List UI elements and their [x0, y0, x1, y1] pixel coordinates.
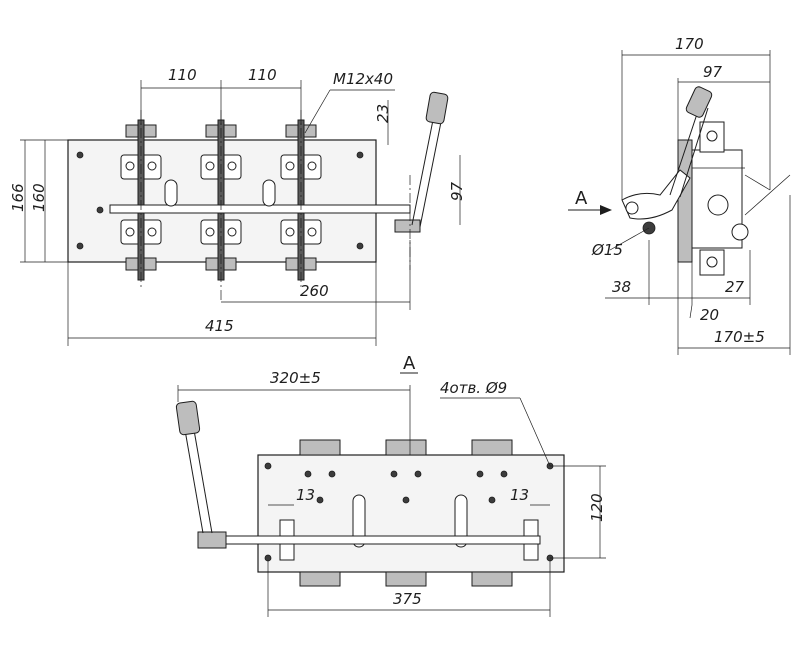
- dim-height-160: 160: [30, 183, 48, 212]
- view-title: А: [403, 353, 416, 374]
- drive-shaft: [109, 204, 411, 214]
- dim-pitch-2: 110: [248, 66, 277, 84]
- dim-height-97: 97: [448, 181, 466, 201]
- cam-left: [164, 179, 178, 207]
- bottom-view: А: [175, 353, 606, 617]
- dim-side-width-170: 170: [675, 35, 704, 53]
- handle-bottom: [175, 400, 227, 549]
- view-arrow-label: А: [575, 188, 588, 209]
- label-bolt: M12х40: [333, 70, 393, 88]
- dim-offset-23: 23: [374, 104, 392, 123]
- dim-27: 27: [725, 278, 745, 296]
- bottom-terminals: [299, 439, 513, 587]
- side-view: А 170 97 Ø15 38 27 20 170±5: [568, 35, 791, 355]
- side-lever: [621, 169, 691, 220]
- bottom-shaft: [199, 535, 541, 545]
- dim-width-415: 415: [205, 317, 234, 335]
- dim-38: 38: [612, 278, 631, 296]
- label-holes: 4отв. Ø9: [440, 379, 507, 397]
- bottom-cam-left: [352, 494, 366, 548]
- dim-20: 20: [700, 306, 719, 324]
- dim-height-120: 120: [588, 493, 606, 522]
- bottom-plate: [257, 454, 565, 573]
- dim-height-166: 166: [9, 183, 27, 212]
- dim-diameter-15: Ø15: [591, 241, 623, 259]
- dim-pitch-1: 110: [168, 66, 197, 84]
- dim-side-170-tolerance: 170±5: [714, 328, 765, 346]
- top-view: 110 110 M12х40 23 97 166 160 260 415: [9, 66, 466, 346]
- bottom-bolt-holes: [304, 470, 508, 504]
- bottom-cam-right: [454, 494, 468, 548]
- plate-mounting-holes: [76, 151, 364, 250]
- dim-offset-13-right: 13: [510, 486, 529, 504]
- side-plate: [677, 139, 693, 263]
- dim-width-375: 375: [393, 590, 422, 608]
- dim-width-260: 260: [300, 282, 329, 300]
- cam-right: [262, 179, 276, 207]
- dim-side-width-97: 97: [703, 63, 723, 81]
- dim-offset-13-left: 13: [296, 486, 315, 504]
- dim-handle-320: 320±5: [270, 369, 321, 387]
- handle-top: [394, 91, 449, 233]
